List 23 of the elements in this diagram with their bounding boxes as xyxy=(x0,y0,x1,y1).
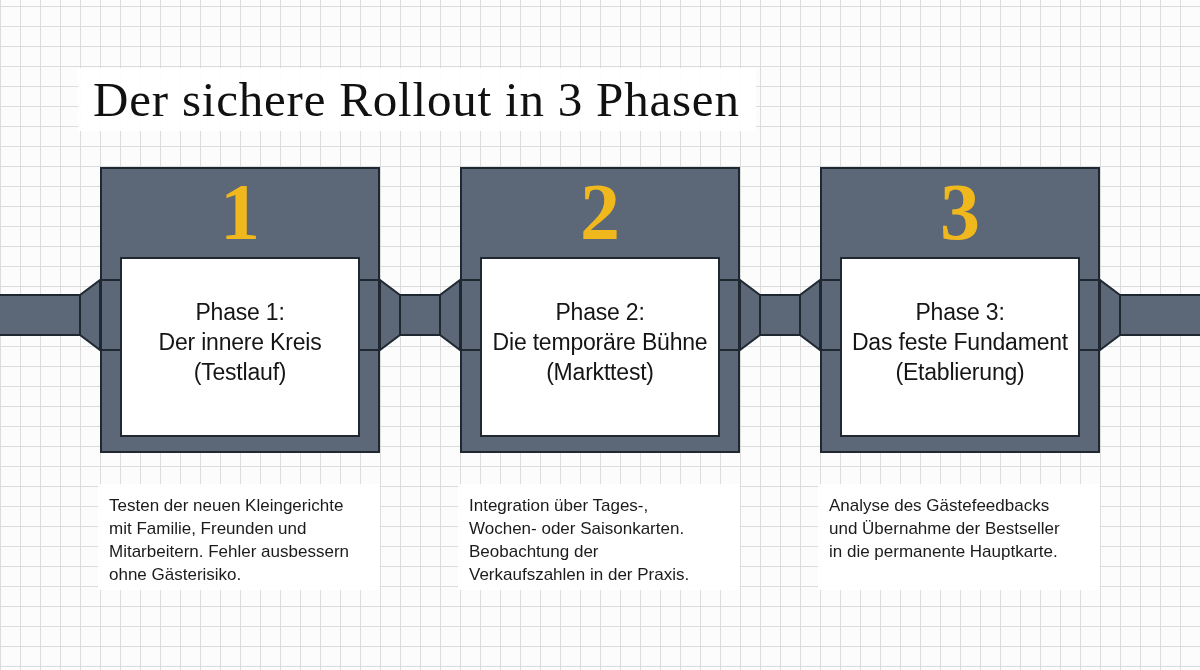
diagram-title: Der sichere Rollout in 3 Phasen xyxy=(78,68,756,131)
phase-block xyxy=(820,167,1100,453)
phase-name: Die temporäre Bühne (Markttest) xyxy=(491,328,709,387)
pipe-connector xyxy=(379,278,461,352)
phase-block xyxy=(460,167,740,453)
phase-description: Testen der neuen Kleingerichte mit Familie, Freunden und Mitarbeitern. Fehler ausbessern ohne Gästerisiko. xyxy=(98,484,380,590)
phase-heading: Phase 2: xyxy=(555,298,645,327)
pipe-connector xyxy=(0,278,101,352)
phase-name: Der innere Kreis (Testlauf) xyxy=(157,328,323,387)
phase-block xyxy=(100,167,380,453)
phase-card xyxy=(480,257,720,437)
phase-number: 3 xyxy=(940,172,980,252)
pipe-connector xyxy=(739,278,821,352)
phase-card xyxy=(120,257,360,437)
phase-heading: Phase 3: xyxy=(915,298,1005,327)
phase-name: Das feste Fundament (Etablierung) xyxy=(850,328,1070,387)
phase-description: Integration über Tages-, Wochen- oder Saisonkarten. Beobachtung der Verkaufszahlen in der Praxis. xyxy=(458,484,740,590)
phase-number: 1 xyxy=(220,172,260,252)
phase-heading: Phase 1: xyxy=(195,298,285,327)
phase-card xyxy=(840,257,1080,437)
phase-number: 2 xyxy=(580,172,620,252)
pipe-connector xyxy=(1099,278,1200,352)
phase-description: Analyse des Gästefeedbacks und Übernahme der Bestseller in die permanente Hauptkarte. xyxy=(818,484,1100,590)
